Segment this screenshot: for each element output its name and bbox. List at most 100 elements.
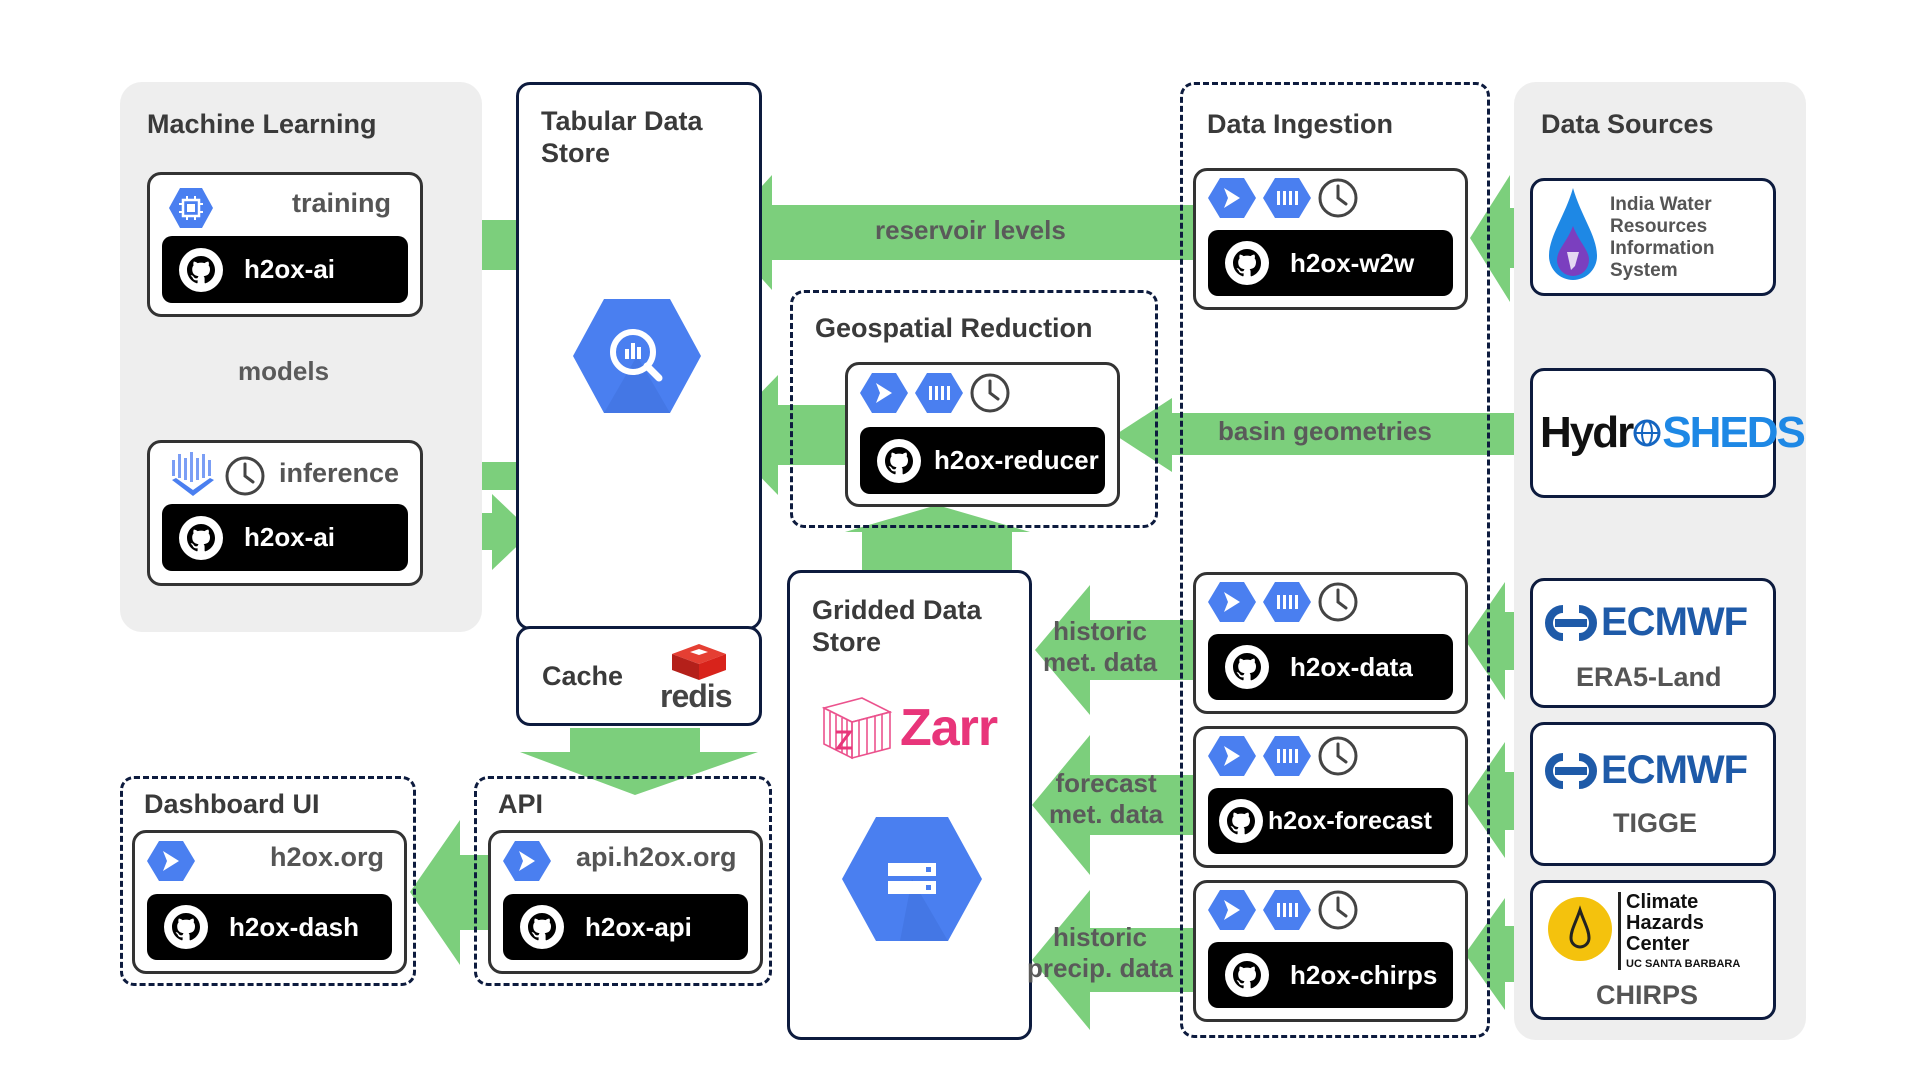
- inference-repo-label: h2ox-ai: [244, 522, 336, 552]
- github-icon: [877, 438, 921, 483]
- api-url-label[interactable]: api.h2ox.org: [576, 842, 737, 872]
- github-icon: [1219, 799, 1263, 843]
- data-repo[interactable]: h2ox-data: [1208, 634, 1453, 700]
- api-box: [474, 776, 772, 986]
- hydrosheds-right-text: SHEDS: [1662, 408, 1806, 457]
- chirps-divider: [1618, 892, 1621, 970]
- dashboard-repo[interactable]: h2ox-dash: [147, 894, 392, 960]
- arrow-cache-to-api: [520, 728, 758, 795]
- arrow-era5-to-data: [1465, 582, 1540, 700]
- forecast-service-icons: [1208, 736, 1358, 776]
- chirps-repo-label: h2ox-chirps: [1290, 959, 1438, 990]
- reducer-repo[interactable]: h2ox-reducer: [860, 427, 1105, 494]
- hydrosheds-left-text: Hydr: [1540, 408, 1634, 457]
- arrow-api-to-dashboard: [410, 820, 495, 965]
- api-repo-label: h2ox-api: [585, 911, 692, 942]
- arrow-sources-to-w2w: [1470, 175, 1540, 302]
- w2w-repo-label: h2ox-w2w: [1290, 247, 1415, 278]
- chirps-logo: [1548, 897, 1612, 961]
- geospatial-reduction-box: [790, 290, 1158, 528]
- data-ingestion-title: Data Ingestion: [1207, 109, 1394, 139]
- training-label: training: [292, 188, 391, 218]
- cache-title: Cache: [542, 661, 624, 691]
- api-title: API: [498, 789, 544, 819]
- dashboard-ui-box: [120, 776, 416, 986]
- tabular-data-store-title: Tabular Data Store: [541, 106, 703, 168]
- ecmwf-mark-icon: [1545, 752, 1597, 789]
- climate-hazards-label: Climate Hazards Center: [1626, 891, 1704, 955]
- forecast-met-label: forecast met. data: [1049, 768, 1164, 829]
- redis-logo: [672, 644, 726, 680]
- cloud-run-icon: [1208, 178, 1256, 218]
- era5-source: [1530, 578, 1776, 708]
- reducer-repo-label: h2ox-reducer: [934, 445, 1099, 475]
- scheduler-icon: [1318, 582, 1358, 622]
- arrow-historic-precip: [1032, 890, 1200, 1030]
- historic-precip-label: historic precip. data: [1027, 922, 1173, 983]
- cloud-run-icon: [1208, 890, 1256, 930]
- w2w-repo[interactable]: h2ox-w2w: [1208, 230, 1453, 296]
- cloud-run-icon: [503, 841, 551, 881]
- pubsub-icon: [1263, 890, 1311, 930]
- zarr-cube-icon: [821, 697, 893, 760]
- training-repo-label: h2ox-ai: [244, 254, 336, 284]
- dashboard-url-label[interactable]: h2ox.org: [270, 842, 385, 872]
- reservoir-levels-label: reservoir levels: [875, 215, 1066, 245]
- training-repo[interactable]: h2ox-ai: [162, 236, 408, 303]
- compute-chip-icon: [169, 188, 213, 228]
- gridded-data-store: [787, 570, 1032, 1040]
- ecmwf-wordmark-2: ECMWF: [1601, 748, 1748, 792]
- pubsub-icon: [1263, 582, 1311, 622]
- ucsb-label: UC SANTA BARBARA: [1626, 958, 1741, 970]
- basin-geometries-label: basin geometries: [1218, 416, 1432, 446]
- cloud-run-icon: [147, 841, 195, 881]
- dashboard-repo-label: h2ox-dash: [229, 911, 360, 942]
- redis-wordmark: redis: [660, 678, 732, 714]
- ecmwf-mark-icon: [1545, 604, 1597, 641]
- tigge-label: TIGGE: [1613, 808, 1698, 838]
- hydrosheds-logo: Hydr SHEDS: [1540, 408, 1806, 458]
- forecast-repo[interactable]: h2ox-forecast: [1208, 788, 1453, 854]
- tigge-source: [1530, 722, 1776, 866]
- historic-met-label: historic met. data: [1043, 616, 1158, 677]
- era5-label: ERA5-Land: [1576, 662, 1722, 692]
- github-icon: [164, 905, 208, 949]
- data-ingestion-box: [1180, 82, 1490, 1038]
- scheduler-icon: [970, 373, 1010, 413]
- cache-box: [516, 626, 762, 726]
- api-repo[interactable]: h2ox-api: [503, 894, 748, 960]
- github-icon: [1225, 953, 1269, 997]
- globe-icon: [1633, 419, 1661, 447]
- forecast-repo-label: h2ox-forecast: [1268, 806, 1432, 835]
- arrow-historic-met: [1035, 585, 1200, 715]
- ecmwf-logo-2: ECMWF: [1541, 748, 1748, 793]
- github-icon: [179, 247, 223, 292]
- ecmwf-wordmark: ECMWF: [1601, 600, 1748, 644]
- machine-learning-title: Machine Learning: [147, 109, 377, 139]
- scheduler-icon: [1318, 736, 1358, 776]
- inference-repo[interactable]: h2ox-ai: [162, 504, 408, 571]
- github-icon: [1225, 241, 1269, 285]
- water-drop-logo: [1549, 188, 1597, 280]
- india-wris-label: India Water Resources Information System: [1610, 194, 1715, 281]
- scheduler-icon: [1318, 890, 1358, 930]
- pubsub-icon: [915, 373, 963, 413]
- w2w-service-icons: [1208, 178, 1358, 218]
- pubsub-icon: [1263, 178, 1311, 218]
- gridded-data-store-title: Gridded Data Store: [812, 595, 982, 657]
- dashboard-ui-title: Dashboard UI: [144, 789, 320, 819]
- chirps-service-icons: [1208, 890, 1358, 930]
- cloud-run-icon: [1208, 582, 1256, 622]
- chirps-repo[interactable]: h2ox-chirps: [1208, 942, 1453, 1008]
- scheduler-icon: [1318, 178, 1358, 218]
- arrow-reservoir-levels: [720, 175, 1200, 290]
- github-icon: [1225, 645, 1269, 689]
- chirps-label: CHIRPS: [1596, 980, 1699, 1010]
- pubsub-icon: [1263, 736, 1311, 776]
- geospatial-reduction-title: Geospatial Reduction: [815, 313, 1093, 343]
- cloud-run-icon: [1208, 736, 1256, 776]
- ecmwf-logo: ECMWF: [1541, 600, 1748, 645]
- arrow-forecast-met: [1032, 735, 1200, 875]
- arrow-gridded-to-reduction: [862, 530, 1012, 575]
- github-icon: [179, 515, 223, 560]
